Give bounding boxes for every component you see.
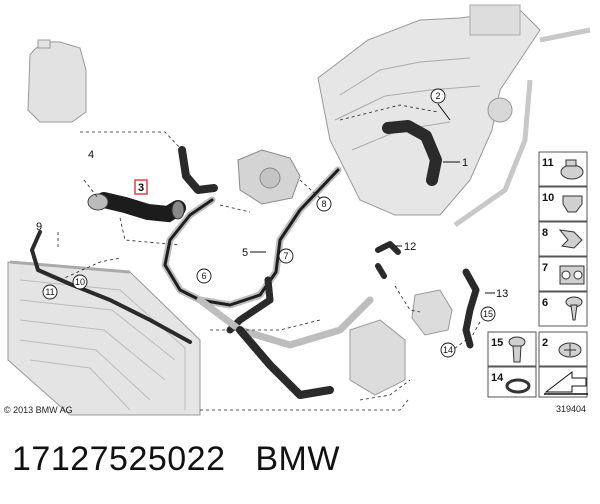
part-3-hose [87, 192, 186, 223]
part-number-caption: 17127525022 BMW [12, 440, 340, 478]
circled-callouts [42, 88, 496, 358]
hoses [30, 120, 480, 399]
callout-13: 13 [496, 288, 508, 300]
circled-callout-text: 2 8 10 11 6 7 14 15 [45, 91, 493, 355]
callout-5: 5 [242, 247, 248, 259]
legend-num-6: 6 [542, 297, 548, 309]
plug-bolt-icon [558, 342, 582, 358]
callout-4: 4 [88, 149, 94, 161]
callout-8: 8 [321, 199, 326, 209]
hose-clamp-icon [560, 159, 584, 180]
legend-num-7: 7 [542, 262, 548, 274]
callout-3: 3 [138, 182, 144, 194]
legend-num-2: 2 [542, 337, 548, 349]
callout-15: 15 [483, 309, 493, 319]
callout-lines [250, 103, 495, 294]
water-pump [237, 149, 301, 205]
callout-6: 6 [201, 271, 206, 281]
o-ring-icon [505, 378, 531, 394]
callout-3-highlight: 3 [134, 179, 148, 195]
callout-labels: 1 4 9 5 12 13 [36, 149, 508, 300]
leader-lines [57, 104, 481, 411]
expansion-tank [27, 39, 87, 123]
upper-pipe [453, 27, 591, 228]
callout-7: 7 [283, 251, 288, 261]
legend-num-14: 14 [491, 372, 504, 384]
engine-block [317, 4, 541, 216]
callout-10: 10 [75, 277, 85, 287]
parts-legend: 11 10 8 7 6 15 2 14 [487, 151, 588, 398]
legend-num-10: 10 [542, 192, 554, 204]
callout-14: 14 [443, 345, 453, 355]
radiator [7, 260, 201, 416]
callout-9: 9 [36, 221, 42, 233]
legend-num-15: 15 [491, 337, 503, 349]
callout-12: 12 [404, 241, 416, 253]
bolt-icon [508, 336, 526, 363]
bracket-clip-icon [558, 229, 583, 249]
screw-icon [565, 296, 583, 321]
double-clip-icon [559, 265, 585, 285]
callout-11: 11 [45, 287, 54, 297]
spring-clip-icon [562, 195, 583, 213]
auxiliary-pump [349, 289, 453, 396]
legend-num-11: 11 [542, 157, 554, 169]
copyright-notice: © 2013 BMW AG [4, 405, 73, 415]
callout-2: 2 [435, 91, 440, 101]
legend-num-8: 8 [542, 227, 548, 239]
parts-diagram: 1 4 9 5 12 13 3 2 8 10 11 6 7 14 15 [7, 4, 591, 416]
arrow-icon [544, 370, 588, 395]
callout-1: 1 [462, 157, 468, 169]
diagram-id: 319404 [556, 404, 587, 414]
